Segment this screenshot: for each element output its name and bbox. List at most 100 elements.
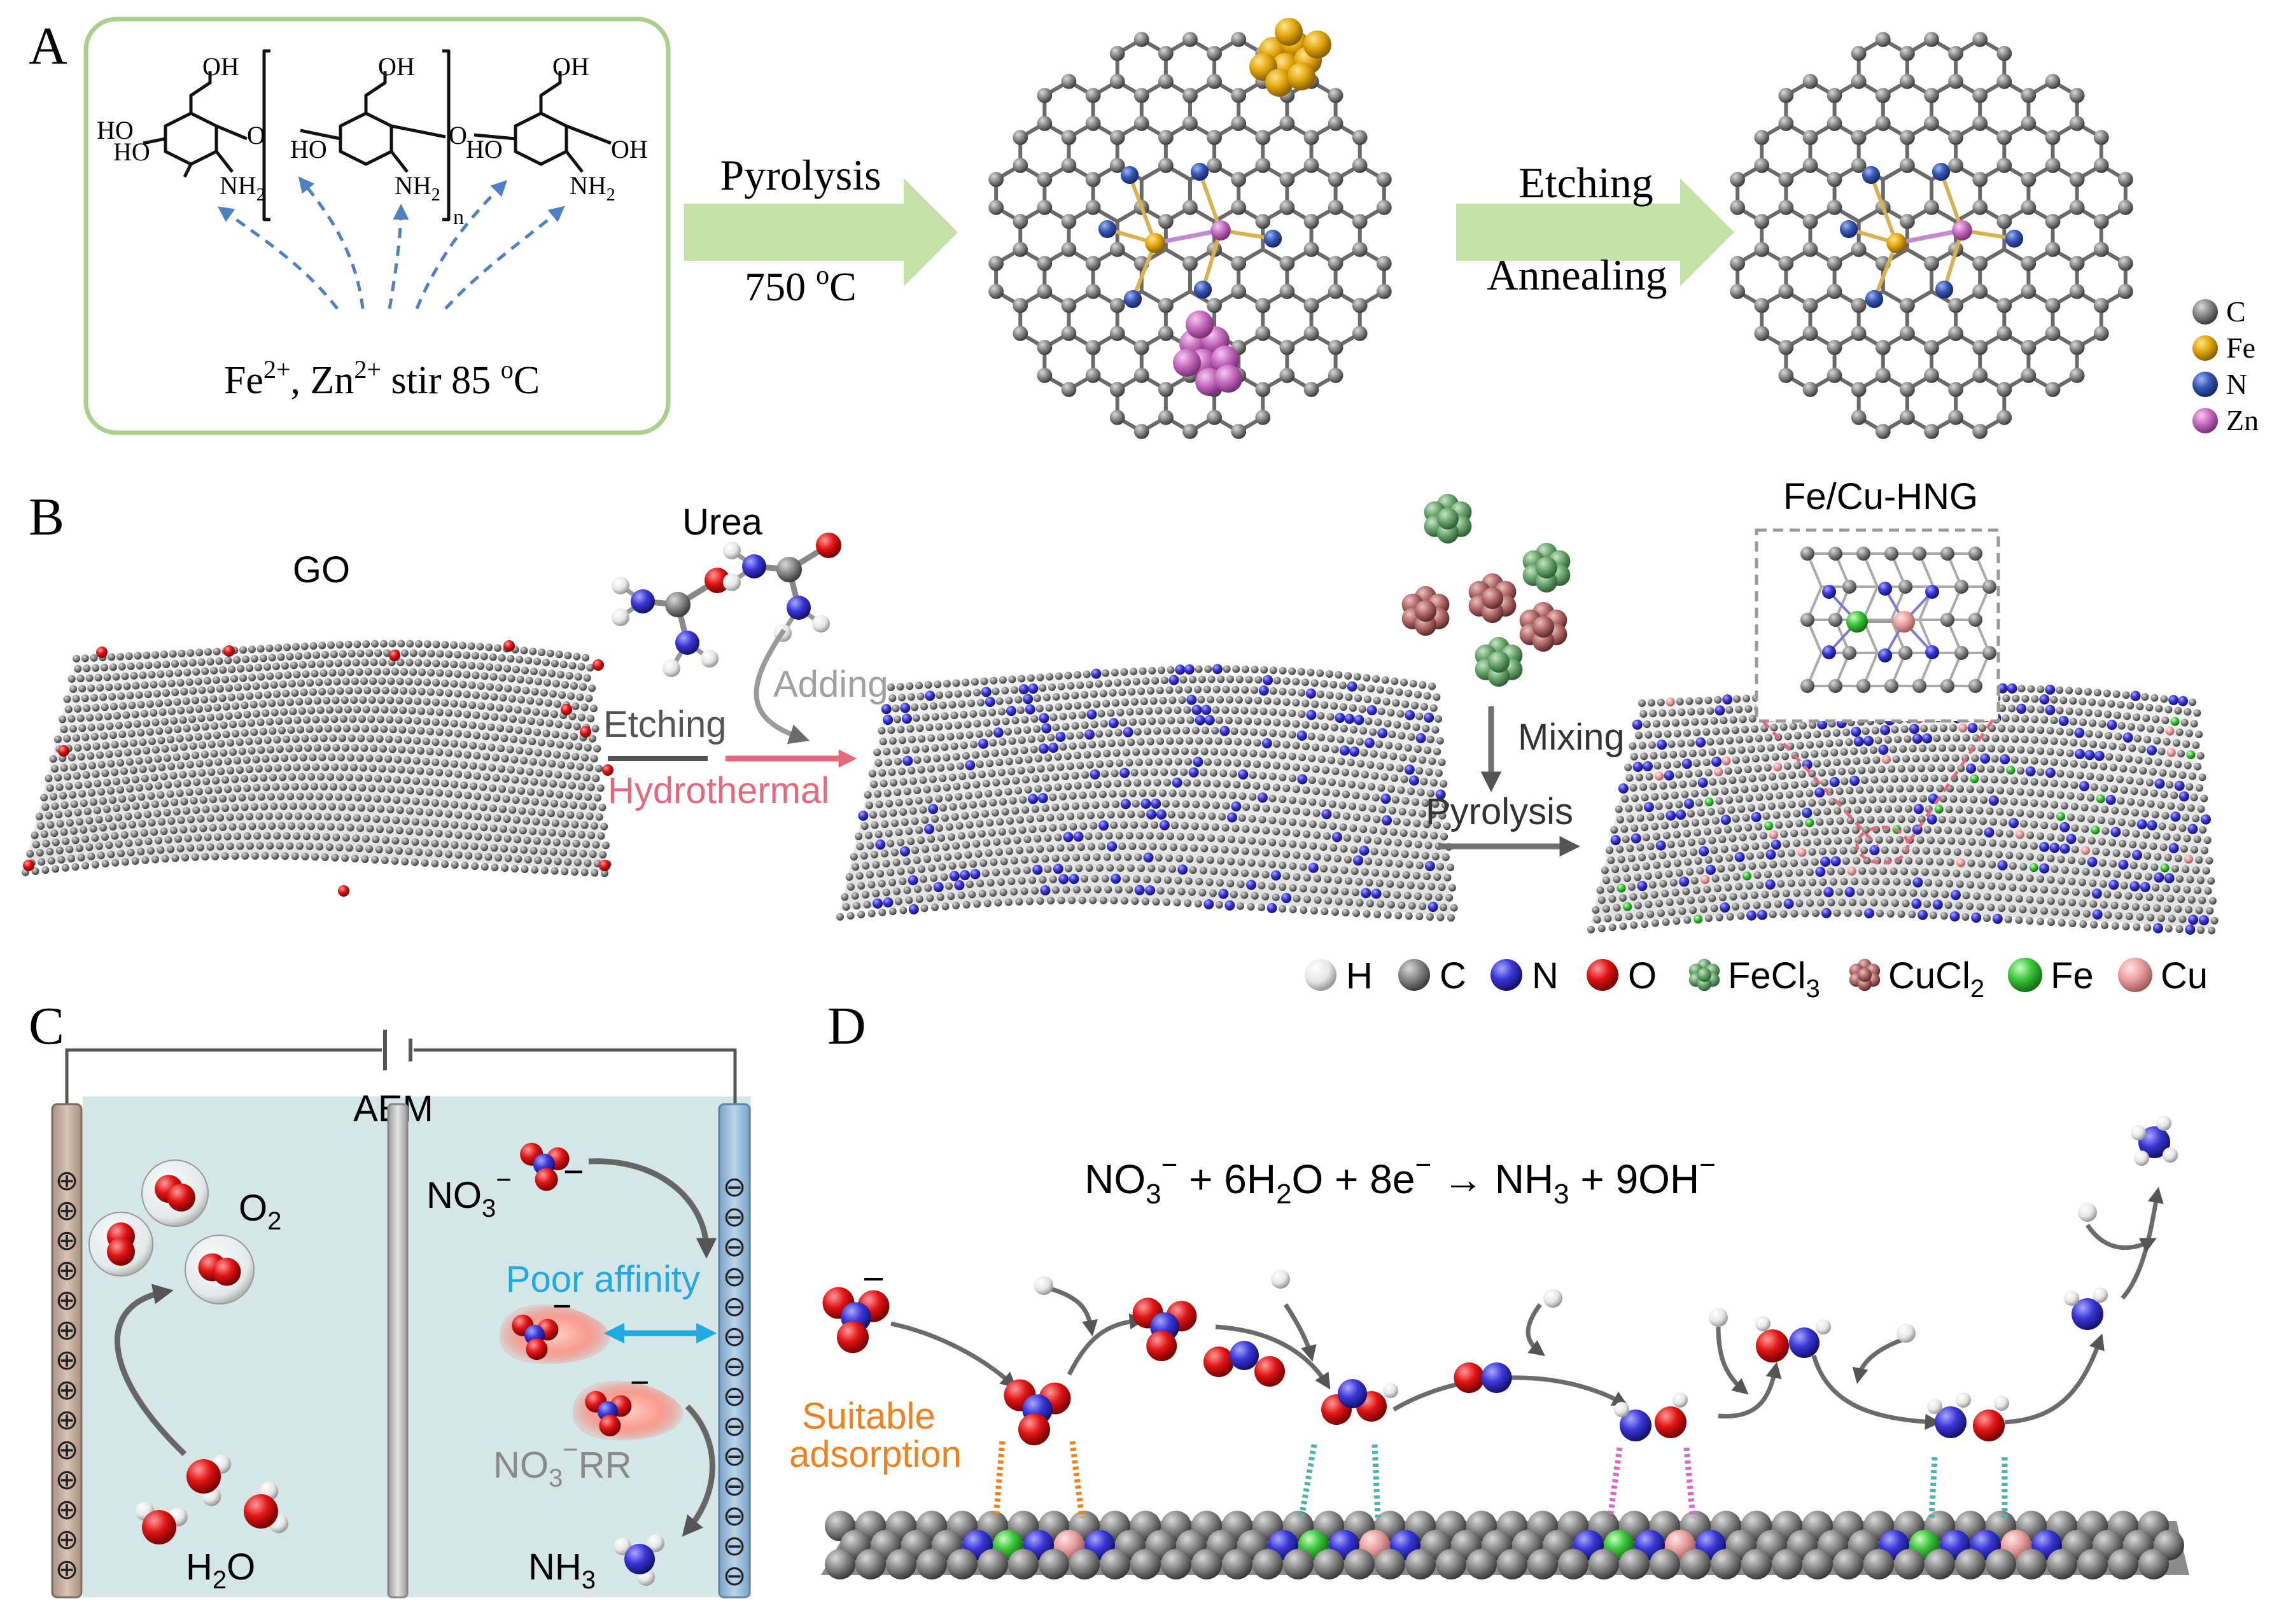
carbon-atom [2170, 791, 2178, 799]
carbon-atom [1777, 850, 1785, 858]
carbon-atom [1827, 172, 1842, 187]
carbon-atom [2001, 734, 2009, 743]
carbon-atom [357, 734, 365, 743]
carbon-atom [1163, 898, 1171, 906]
carbon-atom [1071, 722, 1079, 730]
carbon-atom [255, 765, 263, 773]
carbon-atom [1248, 837, 1256, 845]
carbon-atom [1329, 680, 1338, 689]
carbon-atom [425, 788, 433, 796]
carbon-atom [2139, 767, 2147, 775]
carbon-atom [1074, 752, 1082, 760]
nitrogen-atom [1829, 776, 1840, 787]
carbon-atom [272, 783, 280, 791]
sheet-atoms [1587, 683, 2219, 935]
carbon-atom [1008, 827, 1016, 835]
carbon-atom [380, 725, 388, 733]
carbon-atom [504, 854, 512, 862]
carbon-atom [2168, 823, 2177, 831]
carbon-atom [1174, 706, 1182, 714]
carbon-atom [1085, 680, 1093, 689]
carbon-atom [1412, 872, 1420, 880]
carbon-atom [1968, 547, 1982, 561]
carbon-atom [1942, 869, 1950, 877]
carbon-atom [1964, 848, 1972, 857]
carbon-atom [1125, 832, 1133, 840]
carbon-atom [1924, 256, 1939, 271]
carbon-atom [2168, 914, 2176, 923]
carbon-atom [1074, 701, 1082, 710]
carbon-atom [1039, 824, 1047, 832]
carbon-atom [986, 759, 994, 767]
carbon-atom [478, 722, 486, 731]
carbon-atom [1153, 778, 1161, 787]
carbon-atom [1368, 783, 1376, 791]
carbon-atom [246, 842, 254, 850]
carbon-atom [1217, 675, 1225, 683]
carbon-atom [1419, 681, 1427, 689]
carbon-atom [1146, 738, 1154, 746]
carbon-atom [1991, 755, 1999, 763]
carbon-atom [942, 843, 950, 851]
nitrogen-atom [1321, 809, 1332, 820]
carbon-atom [1936, 858, 1944, 866]
carbon-atom [415, 848, 423, 857]
carbon-atom [325, 793, 333, 801]
carbon-atom [1168, 865, 1176, 873]
carbon-atom [273, 832, 281, 840]
carbon-atom [2192, 815, 2200, 823]
carbon-atom [1180, 843, 1188, 851]
carbon-atom [2005, 830, 2014, 838]
carbon-atom [259, 727, 267, 736]
carbon-atom [144, 810, 152, 818]
carbon-atom [2160, 790, 2168, 799]
carbon-atom [1251, 686, 1259, 694]
legend-iron-label: Fe [2226, 332, 2255, 364]
carbon-atom [2102, 848, 2110, 857]
carbon-atom [1800, 547, 1814, 561]
carbon-atom [204, 648, 212, 656]
carbon-atom [1330, 724, 1338, 732]
carbon-atom [282, 689, 290, 697]
carbon-atom [591, 869, 599, 877]
carbon-atom [996, 818, 1004, 826]
carbon-atom [2047, 855, 2055, 863]
carbon-atom [521, 865, 529, 873]
carbon-atom [171, 854, 179, 862]
carbon-atom [416, 808, 424, 816]
carbon-atom [1926, 836, 1935, 844]
carbon-atom [2000, 818, 2008, 827]
carbon-atom [2117, 818, 2126, 827]
carbon-atom [95, 751, 104, 759]
carbon-atom [421, 858, 429, 867]
carbon-atom [1105, 729, 1113, 738]
carbon-atom [558, 691, 566, 699]
carbon-atom [1303, 130, 1319, 145]
carbon-atom [125, 652, 133, 661]
carbon-atom [1675, 869, 1683, 877]
carbon-atom [1630, 794, 1639, 802]
carbon-atom [1062, 802, 1070, 811]
carbon-atom [2166, 895, 2175, 903]
carbon-atom [1996, 766, 2005, 774]
carbon-atom [1412, 798, 1420, 806]
carbon-atom [206, 657, 214, 666]
carbon-atom [2021, 116, 2037, 131]
carbon-atom [1806, 868, 1814, 876]
carbon-atom [1821, 778, 1829, 787]
carbon-atom [1687, 708, 1695, 716]
pyrolysis-label: Pyrolysis [720, 151, 881, 199]
carbon-atom [1057, 682, 1065, 690]
carbon-atom [1350, 846, 1358, 854]
carbon-atom [1028, 876, 1037, 885]
carbon-atom [1834, 837, 1842, 845]
carbon-atom [584, 859, 592, 867]
carbon-atom [1374, 718, 1382, 727]
carbon-atom [491, 713, 499, 721]
carbon-atom [416, 746, 424, 755]
carbon-atom [776, 557, 802, 582]
carbon-atom [1922, 847, 1930, 855]
carbon-atom [1671, 888, 1679, 897]
carbon-atom [1321, 701, 1329, 709]
nitrogen-atom [1040, 885, 1051, 896]
